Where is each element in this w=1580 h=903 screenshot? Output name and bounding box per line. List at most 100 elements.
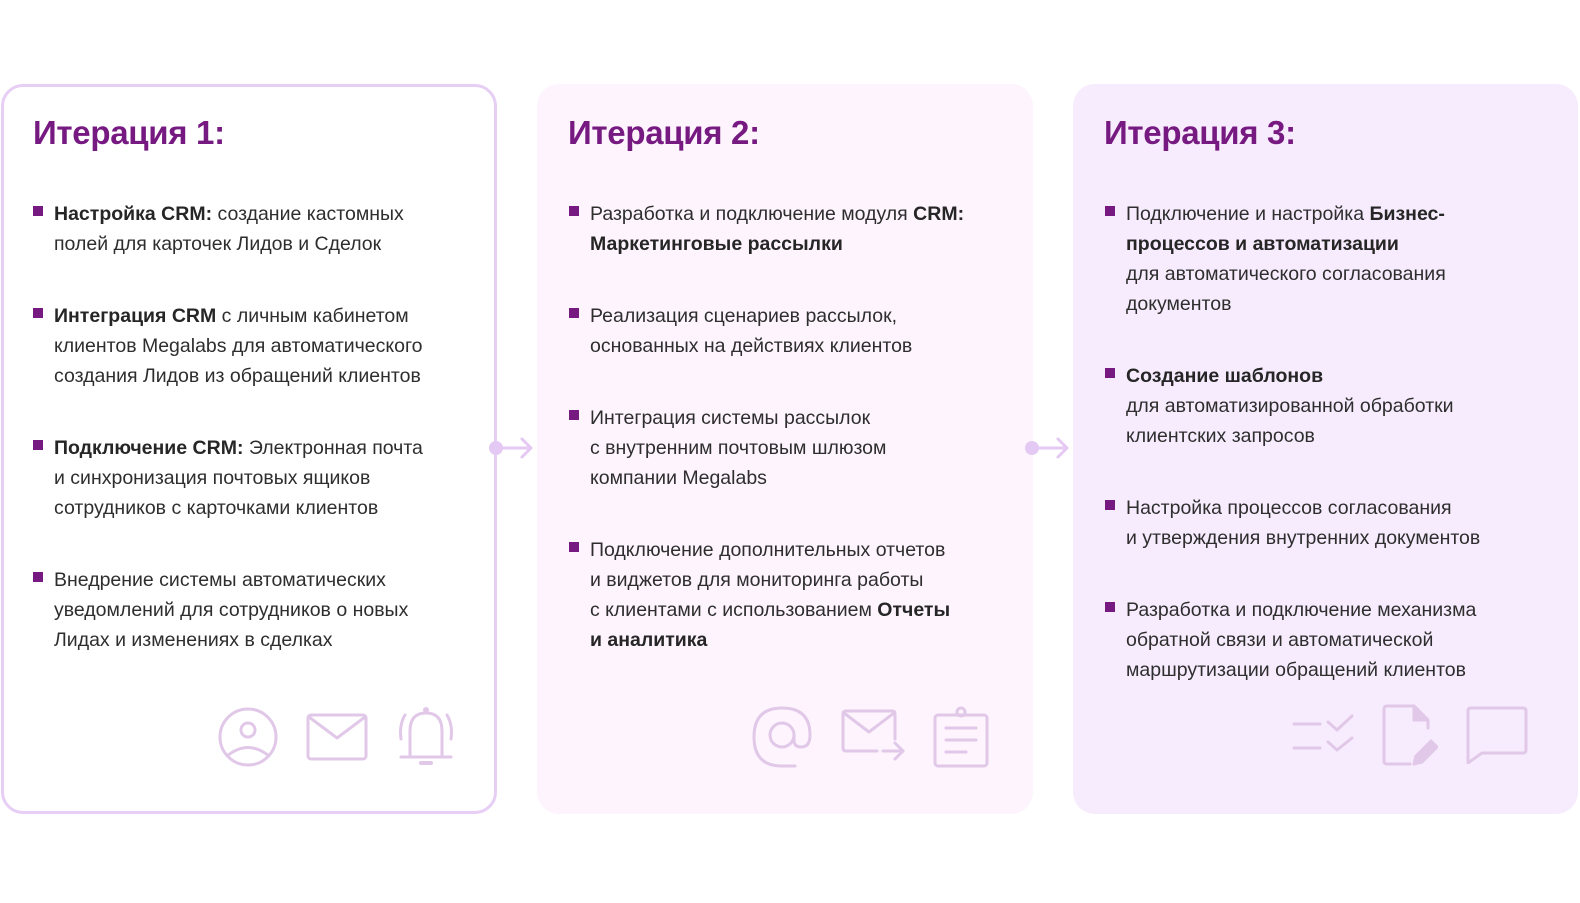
task-item-line: полей для карточек Лидов и Сделок [54, 229, 474, 259]
task-item-text: сотрудников с карточками клиентов [54, 497, 379, 519]
task-item-text: маршрутизации обращений клиентов [1126, 659, 1466, 681]
task-item-line: сотрудников с карточками клиентов [54, 493, 474, 523]
task-item-text: документов [1126, 293, 1232, 315]
task-item-text: Интеграция системы рассылок [590, 407, 871, 429]
task-item: Интеграция CRM с личным кабинетом клиенто… [33, 301, 474, 391]
connector-arrow-1 [489, 436, 535, 460]
task-item-line: Интеграция CRM с личным кабинетом [54, 301, 474, 331]
task-item-text: основанных на действиях клиентов [590, 335, 913, 357]
task-item-line: для автоматического согласования [1126, 259, 1558, 289]
task-item-text: Разработка и подключение модуля [590, 203, 914, 225]
square-bullet-icon [33, 308, 43, 318]
iteration-2-title: Итерация 2: [568, 114, 760, 151]
iteration-3-icons [1292, 704, 1528, 766]
task-item-text: для автоматического согласования [1126, 263, 1446, 285]
square-bullet-icon [569, 542, 579, 552]
task-item: Создание шаблонов для автоматизированной … [1105, 361, 1558, 451]
task-item-line: документов [1126, 289, 1558, 319]
iteration-2-card: Итерация 2: Разработка и подключение мод… [537, 84, 1033, 814]
task-item-line: основанных на действиях клиентов [590, 331, 1013, 361]
task-item-text: Подключение и настройка [1126, 203, 1370, 225]
task-item-line: Разработка и подключение модуля CRM: [590, 199, 1013, 229]
envelope-icon [306, 712, 368, 762]
task-item-line: уведомлений для сотрудников о новых [54, 595, 474, 625]
iteration-3-title: Итерация 3: [1104, 114, 1296, 151]
square-bullet-icon [1105, 602, 1115, 612]
iteration-1-icons [218, 705, 456, 769]
connector-arrow-2 [1025, 436, 1071, 460]
task-item-line: клиентов Megalabs для автоматического [54, 331, 474, 361]
task-item-text: Разработка и подключение механизма [1126, 599, 1477, 621]
iteration-3-items: Подключение и настройка Бизнес-процессов… [1105, 199, 1558, 727]
task-item-bold-text: Отчеты [877, 599, 951, 621]
task-item-line: и утверждения внутренних документов [1126, 523, 1558, 553]
task-item-bold-text: Бизнес- [1369, 203, 1445, 225]
task-item-text: Электронная почта [243, 437, 423, 459]
task-item-text: уведомлений для сотрудников о новых [54, 599, 409, 621]
square-bullet-icon [33, 572, 43, 582]
iteration-1-title: Итерация 1: [33, 114, 225, 151]
task-item-bold-text: процессов и автоматизации [1126, 233, 1399, 255]
task-item-bold-text: Маркетинговые рассылки [590, 233, 843, 255]
task-item: Разработка и подключение механизма обратн… [1105, 595, 1558, 685]
square-bullet-icon [569, 206, 579, 216]
checklist-icon [1292, 712, 1354, 758]
bell-ringing-icon [396, 705, 456, 769]
square-bullet-icon [1105, 500, 1115, 510]
document-edit-icon [1382, 704, 1438, 766]
task-item-line: Внедрение системы автоматических [54, 565, 474, 595]
task-item-line: Подключение дополнительных отчетов [590, 535, 1013, 565]
square-bullet-icon [1105, 206, 1115, 216]
task-item-line: Разработка и подключение механизма [1126, 595, 1558, 625]
task-item: Реализация сценариев рассылок, основанных… [569, 301, 1013, 361]
task-item-bold-text: и аналитика [590, 629, 708, 651]
task-item-line: Создание шаблонов [1126, 361, 1558, 391]
square-bullet-icon [569, 410, 579, 420]
task-item-line: процессов и автоматизации [1126, 229, 1558, 259]
task-item-bold-text: Подключение CRM: [54, 437, 244, 459]
task-item-text: обратной связи и автоматической [1126, 629, 1434, 651]
task-item-line: обратной связи и автоматической [1126, 625, 1558, 655]
task-item: Внедрение системы автоматических уведомле… [33, 565, 474, 655]
task-item-text: с клиентами с использованием [590, 599, 878, 621]
mail-forward-icon [841, 709, 905, 765]
task-item-line: и синхронизация почтовых ящиков [54, 463, 474, 493]
task-item-text: клиентов Megalabs для автоматического [54, 335, 423, 357]
iteration-3-card: Итерация 3: Подключение и настройка Бизн… [1073, 84, 1578, 814]
task-item-line: маршрутизации обращений клиентов [1126, 655, 1558, 685]
clipboard-icon [933, 706, 989, 768]
square-bullet-icon [33, 440, 43, 450]
task-item-bold-text: CRM: [913, 203, 965, 225]
task-item-line: для автоматизированной обработки [1126, 391, 1558, 421]
task-item-text: создания Лидов из обращений клиентов [54, 365, 421, 387]
task-item-text: с личным кабинетом [216, 305, 409, 327]
at-sign-icon [751, 706, 813, 768]
task-item-bold-text: Создание шаблонов [1126, 365, 1324, 387]
task-item: Настройка процессов согласования и утверж… [1105, 493, 1558, 553]
iteration-2-icons [751, 706, 989, 768]
task-item-line: Подключение CRM: Электронная почта [54, 433, 474, 463]
iteration-2-items: Разработка и подключение модуля CRM: Марк… [569, 199, 1013, 697]
task-item-text: и синхронизация почтовых ящиков [54, 467, 371, 489]
task-item: Подключение и настройка Бизнес-процессов… [1105, 199, 1558, 319]
task-item-text: Настройка процессов согласования [1126, 497, 1452, 519]
task-item-text: Лидах и изменениях в сделках [54, 629, 333, 651]
task-item-text: полей для карточек Лидов и Сделок [54, 233, 382, 255]
task-item-line: Интеграция системы рассылок [590, 403, 1013, 433]
task-item-line: Лидах и изменениях в сделках [54, 625, 474, 655]
task-item-line: Настройка процессов согласования [1126, 493, 1558, 523]
task-item-line: создания Лидов из обращений клиентов [54, 361, 474, 391]
task-item-line: компании Megalabs [590, 463, 1013, 493]
user-circle-icon [218, 707, 278, 767]
task-item-text: создание кастомных [212, 203, 404, 225]
task-item-line: клиентских запросов [1126, 421, 1558, 451]
task-item-text: компании Megalabs [590, 467, 767, 489]
task-item-line: Маркетинговые рассылки [590, 229, 1013, 259]
task-item-text: Реализация сценариев рассылок, [590, 305, 898, 327]
task-item-text: для автоматизированной обработки [1126, 395, 1454, 417]
task-item: Разработка и подключение модуля CRM: Марк… [569, 199, 1013, 259]
square-bullet-icon [33, 206, 43, 216]
